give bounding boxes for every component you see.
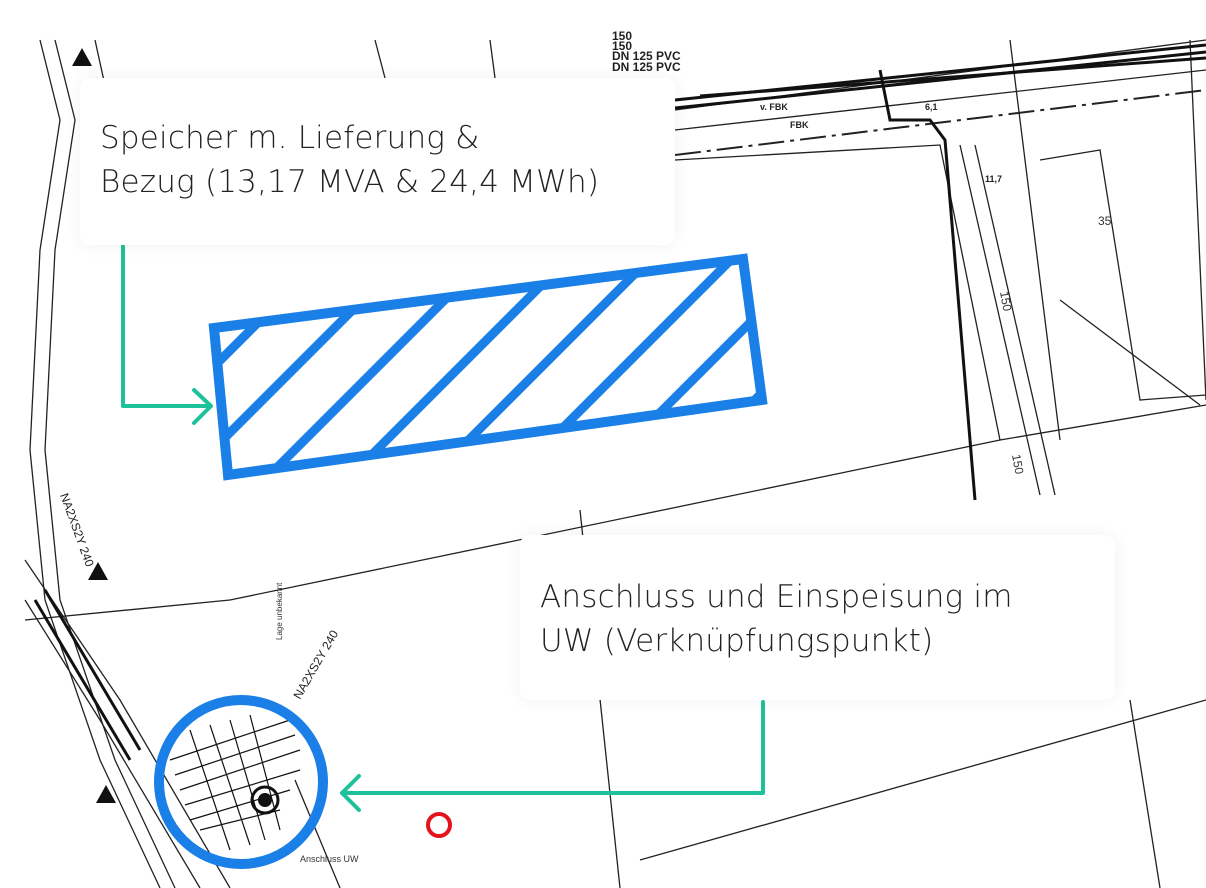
storage-arrow (121, 244, 212, 408)
label-cable-type-left: NA2XS2Y 240 (57, 491, 97, 569)
connection-point-circle (154, 695, 328, 869)
label-unknown-position: Lage unbekannt (275, 582, 284, 640)
callout-storage-line2: Bezug (13,17 MVA & 24,4 MWh) (100, 164, 600, 200)
callout-connection-line1: Anschluss und Einspeisung im (540, 579, 1013, 615)
label-dim-2: 6,1 (925, 102, 938, 112)
label-cable-length-1: 150 (997, 290, 1014, 312)
callout-connection-line2: UW (Verknüpfungspunkt) (540, 623, 934, 659)
label-pipe-2: 150 (612, 39, 632, 53)
red-marker-icon (426, 812, 452, 838)
survey-marker-icons (72, 48, 116, 803)
callout-storage-line1: Speicher m. Lieferung & (100, 120, 480, 156)
label-pipe-4: DN 125 PVC (612, 60, 681, 74)
label-pipe-1: 150 (612, 29, 632, 43)
label-fbk: FBK (790, 120, 809, 130)
substation-linework (169, 714, 301, 851)
arrow-head-right-icon (192, 388, 213, 425)
substation-symbol (250, 785, 280, 815)
label-substation: Anschluss UW (300, 854, 359, 864)
label-parcel: 35 (1098, 214, 1112, 228)
label-cable-type: NA2XS2Y 240 (290, 627, 341, 701)
label-cable-length-2: 150 (1009, 453, 1026, 475)
label-dim-1: 11,7 (985, 174, 1002, 184)
storage-area-hatched (208, 253, 768, 481)
label-pipe-3: DN 125 PVC (612, 49, 681, 63)
callout-connection: Anschluss und Einspeisung im UW (Verknüp… (520, 535, 1115, 700)
connection-arrow (340, 700, 765, 795)
arrow-head-left-icon (340, 774, 361, 812)
pipeline-bundle (33, 43, 1206, 761)
label-vfbk: v. FBK (760, 102, 788, 112)
callout-storage: Speicher m. Lieferung & Bezug (13,17 MVA… (80, 78, 675, 245)
